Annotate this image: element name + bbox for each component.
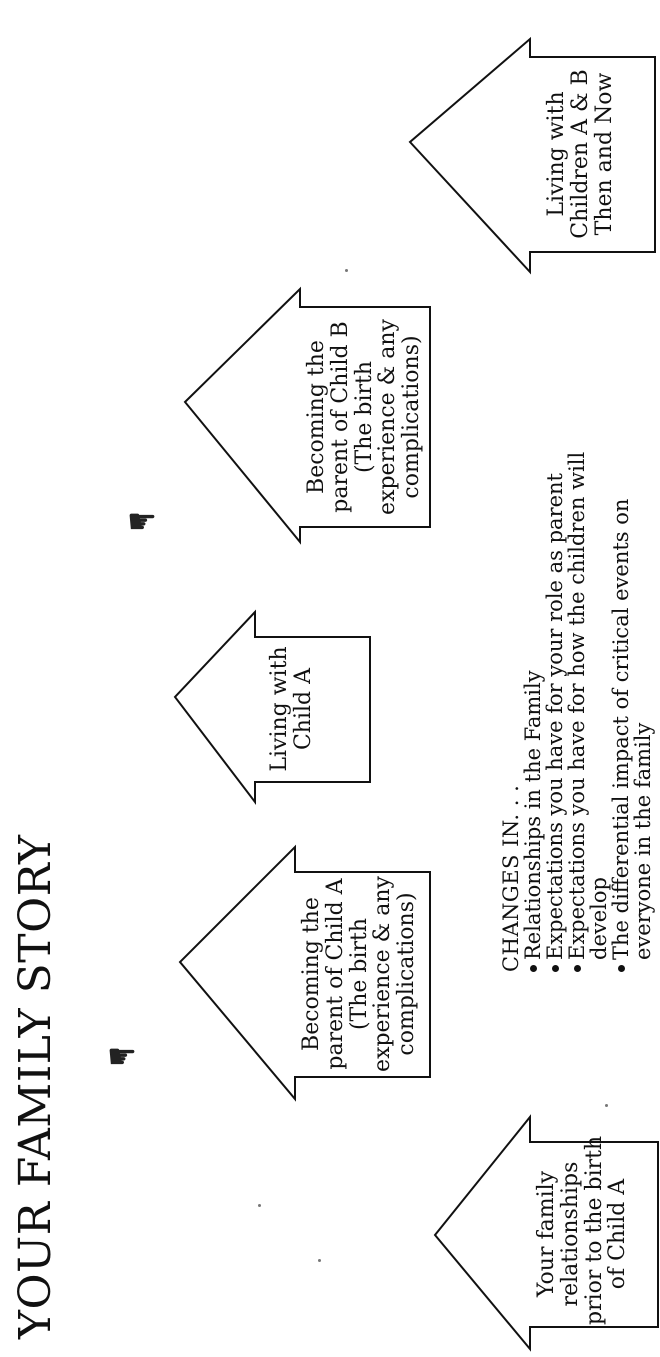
list-item: The differential impact of critical even… <box>609 412 655 972</box>
speck <box>318 1259 321 1262</box>
step-1-line: prior to the birth <box>581 1135 607 1325</box>
step-2-line: experience & any <box>370 876 396 1072</box>
step-4-line: complications) <box>399 335 424 499</box>
step-2-line: (The birth <box>346 917 372 1031</box>
step-3-line: Living with <box>267 646 292 772</box>
list-item: Expectations you have for your role as p… <box>543 412 567 972</box>
house-shape-1 <box>433 1114 659 1352</box>
changes-list: CHANGES IN. . . Relationships in the Fam… <box>499 412 655 972</box>
speck <box>605 1104 608 1107</box>
house-shape-5 <box>408 36 656 275</box>
step-2-line: Becoming the <box>299 897 324 1051</box>
step-4-line: parent of Child B <box>327 321 353 513</box>
speck <box>258 1204 261 1207</box>
pointing-hand-icon: ☛ <box>126 501 158 542</box>
step-1-line: of Child A <box>605 1178 631 1290</box>
step-4-line: experience & any <box>375 319 401 515</box>
step-4-label: Becoming the parent of Child B (The birt… <box>304 309 424 525</box>
step-4-line: (The birth <box>351 360 377 474</box>
speck <box>345 269 348 272</box>
step-5-line: Living with <box>544 91 569 217</box>
step-1-line: Your family <box>534 1170 559 1298</box>
step-1-label: Your family relationships prior to the b… <box>534 1135 631 1325</box>
pointing-hand-icon: ☛ <box>106 1036 138 1077</box>
list-item: Relationships in the Family <box>521 412 545 972</box>
step-5-label: Living with Children A & B Then and Now <box>544 58 617 250</box>
step-2-line: complications) <box>394 892 419 1056</box>
house-shape-3 <box>173 609 371 805</box>
step-2-label: Becoming the parent of Child A (The birt… <box>299 873 419 1075</box>
house-shape-2 <box>178 844 431 1102</box>
step-3-label: Living with Child A <box>267 638 316 780</box>
step-4-line: Becoming the <box>304 340 329 494</box>
step-5-line: Children A & B <box>567 69 593 239</box>
list-item: Expectations you have for how the childr… <box>565 412 611 972</box>
step-3-line: Child A <box>290 667 316 751</box>
house-shape-4 <box>183 286 431 545</box>
changes-items: Relationships in the Family Expectations… <box>521 412 655 972</box>
step-5-line: Then and Now <box>591 72 617 236</box>
step-1-line: relationships <box>557 1161 583 1307</box>
step-2-line: parent of Child A <box>322 878 348 1070</box>
changes-heading: CHANGES IN. . . <box>499 784 523 972</box>
